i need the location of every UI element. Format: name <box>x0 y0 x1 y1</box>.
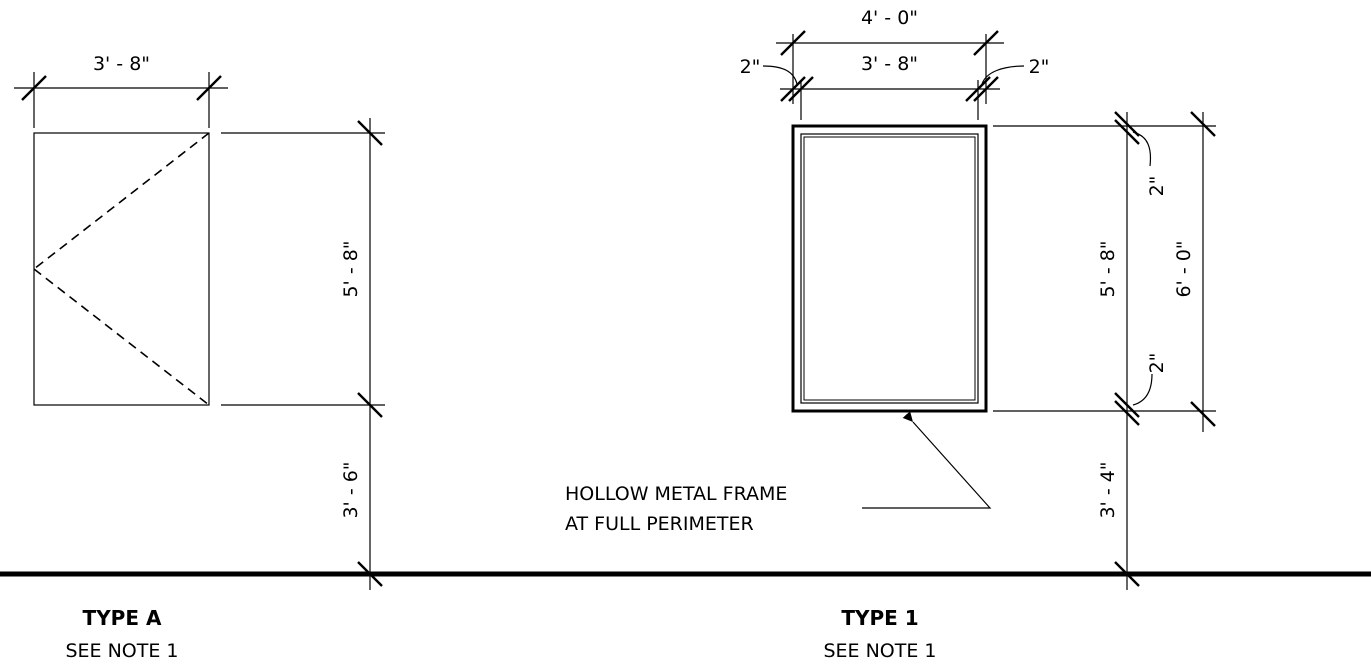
type-1-right-frame-leader <box>981 65 1025 85</box>
type-1-frame-outer <box>791 124 988 413</box>
type-a-window-outline <box>33 132 210 406</box>
type-1-bottom-frame-label: 2" <box>1146 353 1168 374</box>
type-1-overall-height-dimension: 6' - 0" <box>1140 111 1216 432</box>
type-1-opening-width-label: 3' - 8" <box>861 53 918 75</box>
type-a-width-label: 3' - 8" <box>93 53 150 75</box>
type-1-top-frame-label: 2" <box>1146 176 1168 197</box>
type-1-right-frame-label: 2" <box>1029 56 1050 78</box>
type-1-elevation: 4' - 0" 3' - 8" 2" 2" <box>565 7 1216 662</box>
type-1-overall-width-label: 4' - 0" <box>861 7 918 29</box>
type-1-sill-label: 3' - 4" <box>1097 461 1119 518</box>
type-1-bottom-frame-leader <box>1132 373 1153 406</box>
type-1-left-frame-leader <box>762 65 798 85</box>
type-1-overall-height-label: 6' - 0" <box>1173 240 1195 297</box>
type-1-overall-width-dimension: 4' - 0" <box>776 7 1004 104</box>
type-1-height-dimension: 5' - 8" 3' - 4" 2" 2" <box>993 111 1168 590</box>
type-1-opening-width-dimension: 3' - 8" 2" 2" <box>740 53 1050 120</box>
type-a-swing-line-top <box>33 132 210 270</box>
type-1-frame-callout: HOLLOW METAL FRAME AT FULL PERIMETER <box>565 411 992 535</box>
type-1-opening-height-label: 5' - 8" <box>1097 240 1119 297</box>
type-a-width-dimension: 3' - 8" <box>14 53 228 128</box>
type-a-height-dimension: 5' - 8" 3' - 6" <box>221 118 385 590</box>
type-1-left-frame-label: 2" <box>740 56 761 78</box>
type-1-callout-leader <box>862 411 992 509</box>
type-1-glass-edge <box>803 136 976 401</box>
type-a-note: SEE NOTE 1 <box>65 640 178 662</box>
type-1-top-frame-leader <box>1132 131 1152 167</box>
type-1-frame-inner <box>800 133 979 404</box>
type-1-callout-line1: HOLLOW METAL FRAME <box>565 483 787 505</box>
type-a-swing-line-bottom <box>33 268 210 406</box>
type-a-sill-label: 3' - 6" <box>340 461 362 518</box>
type-1-note: SEE NOTE 1 <box>823 640 936 662</box>
type-1-callout-line2: AT FULL PERIMETER <box>565 513 754 535</box>
type-a-elevation: 3' - 8" 5' - 8" 3' - 6" TYPE A SEE NOTE … <box>14 53 385 662</box>
type-a-height-label: 5' - 8" <box>340 240 362 297</box>
type-1-title: TYPE 1 <box>841 606 918 630</box>
type-a-title: TYPE A <box>83 606 162 630</box>
